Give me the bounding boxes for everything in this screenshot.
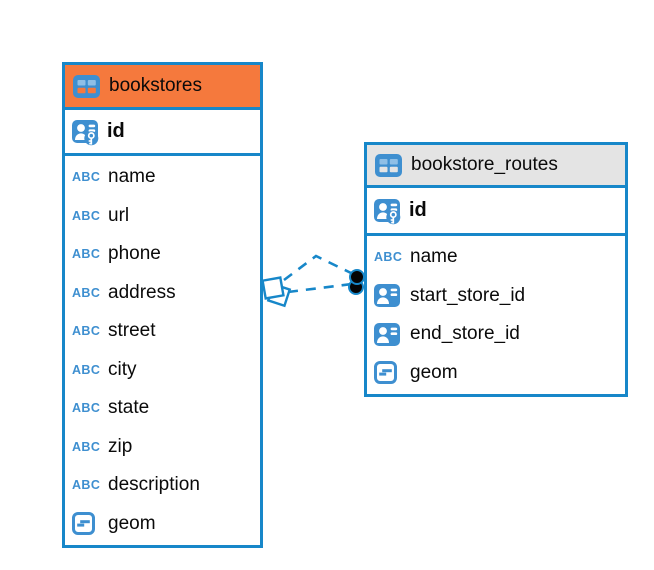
column-name: name — [108, 166, 156, 188]
column-row-city[interactable]: ABC city — [65, 350, 260, 389]
text-type-icon: ABC — [72, 285, 101, 300]
column-name: id — [409, 199, 427, 221]
column-name: state — [108, 397, 150, 419]
column-row-geom[interactable]: geom — [65, 504, 260, 543]
column-name: phone — [108, 243, 161, 265]
text-type-icon: ABC — [72, 439, 101, 454]
column-name: geom — [108, 512, 156, 534]
relationship-diamond-front — [261, 276, 285, 300]
column-name: street — [108, 320, 156, 342]
entity-table-bookstore-routes[interactable]: bookstore_routes id — [364, 142, 628, 397]
geometry-type-icon — [72, 512, 99, 536]
table-header-bookstore-routes[interactable]: bookstore_routes — [367, 145, 625, 188]
text-type-icon: ABC — [72, 362, 101, 377]
text-type-icon: ABC — [72, 170, 101, 185]
relationship-line-lower[interactable] — [287, 282, 353, 294]
table-name: bookstores — [109, 75, 202, 96]
table-icon — [375, 153, 402, 177]
column-row-name[interactable]: ABC name — [65, 158, 260, 197]
text-type-icon: ABC — [72, 208, 101, 223]
geometry-type-icon — [374, 361, 401, 385]
text-type-icon: ABC — [374, 250, 403, 265]
column-row-end-store-id[interactable]: end_store_id — [367, 315, 625, 354]
column-row-description[interactable]: ABC description — [65, 466, 260, 505]
column-row-id[interactable]: id — [65, 110, 260, 156]
primary-key-icon — [374, 199, 401, 225]
column-name: id — [107, 120, 125, 142]
table-header-bookstores[interactable]: bookstores — [65, 65, 260, 110]
column-row-state[interactable]: ABC state — [65, 389, 260, 428]
text-type-icon: ABC — [72, 478, 101, 493]
column-row-geom[interactable]: geom — [367, 353, 625, 392]
column-name: geom — [410, 361, 458, 383]
column-row-url[interactable]: ABC url — [65, 196, 260, 235]
text-type-icon: ABC — [72, 401, 101, 416]
foreign-key-icon — [374, 284, 401, 308]
foreign-key-icon — [374, 322, 401, 346]
text-type-icon: ABC — [72, 324, 101, 339]
text-type-icon: ABC — [72, 247, 101, 262]
table-name: bookstore_routes — [411, 154, 558, 175]
column-row-street[interactable]: ABC street — [65, 312, 260, 351]
column-name: zip — [108, 435, 133, 457]
relationship-line-upper[interactable] — [283, 254, 352, 282]
column-row-start-store-id[interactable]: start_store_id — [367, 276, 625, 315]
column-name: description — [108, 474, 200, 496]
column-name: url — [108, 204, 130, 226]
primary-key-icon — [72, 120, 99, 146]
column-name: end_store_id — [410, 323, 520, 345]
column-name: address — [108, 281, 176, 303]
relationship-endpoint-dot-upper — [349, 269, 365, 285]
column-name: start_store_id — [410, 284, 526, 306]
entity-table-bookstores[interactable]: bookstores id A — [62, 62, 263, 548]
relationship-endpoint-dot-lower — [348, 279, 364, 295]
column-row-phone[interactable]: ABC phone — [65, 235, 260, 274]
column-row-address[interactable]: ABC address — [65, 273, 260, 312]
column-row-name[interactable]: ABC name — [367, 238, 625, 277]
column-name: name — [410, 246, 458, 268]
column-name: city — [108, 358, 137, 380]
table-icon — [73, 74, 100, 98]
relationship-diamond-back — [266, 282, 292, 308]
column-row-id[interactable]: id — [367, 188, 625, 236]
column-row-zip[interactable]: ABC zip — [65, 427, 260, 466]
